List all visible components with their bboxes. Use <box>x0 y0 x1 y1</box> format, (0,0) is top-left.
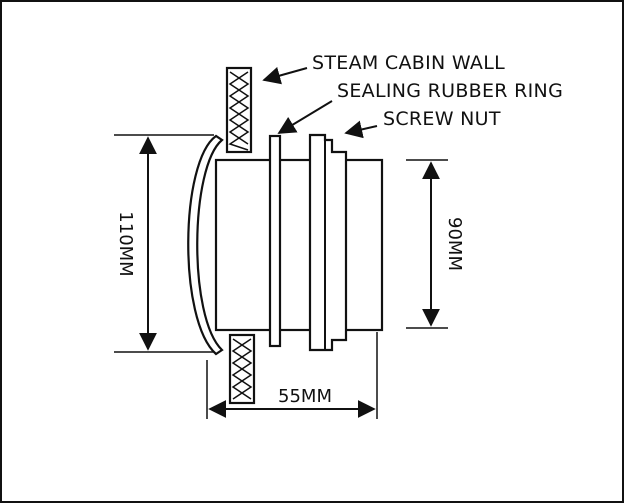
dimension-55mm: 55MM <box>206 332 378 419</box>
label-screw-nut: SCREW NUT <box>383 108 501 130</box>
sealing-rubber-ring <box>268 134 282 348</box>
cabin-wall-lower <box>228 333 256 405</box>
nozzle-dome-head <box>187 134 224 356</box>
ring-leader-arrow <box>277 100 333 134</box>
dimension-110mm: 110MM <box>114 134 214 353</box>
dimension-110mm-text: 110MM <box>115 211 136 276</box>
dimension-55mm-text: 55MM <box>278 386 332 407</box>
cabin-wall-upper <box>225 66 253 154</box>
nut-leader-arrow <box>344 120 378 139</box>
wall-leader-arrow <box>262 66 308 85</box>
dimension-90mm: 90MM <box>406 159 465 329</box>
label-sealing-rubber-ring: SEALING RUBBER RING <box>337 80 563 102</box>
nozzle-body <box>214 158 384 332</box>
label-steam-cabin-wall: STEAM CABIN WALL <box>312 52 505 74</box>
screw-nut <box>308 133 348 352</box>
dimension-90mm-text: 90MM <box>444 217 465 271</box>
